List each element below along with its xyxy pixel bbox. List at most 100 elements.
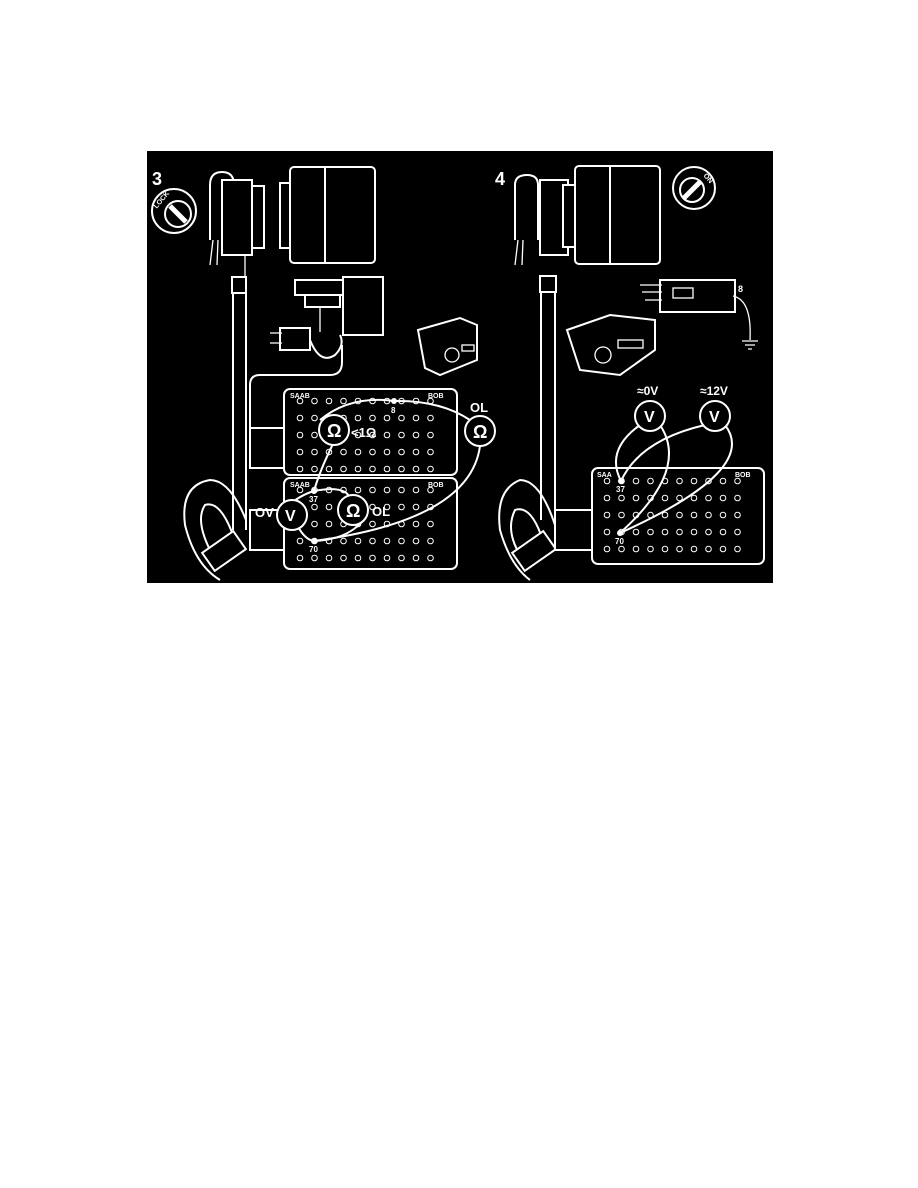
pin-hole (618, 494, 625, 502)
pin-37-label: 37 (616, 485, 625, 494)
pin-hole (647, 477, 654, 485)
connector-pin-label: 8 (738, 284, 743, 294)
pin-hole (354, 431, 362, 439)
pin-hole (354, 465, 362, 473)
board-brand-label: SAAB (290, 482, 310, 489)
pin-hole (676, 477, 683, 485)
pin-hole (383, 414, 391, 422)
panel-4: 4 ON 8 (495, 165, 765, 581)
pin-hole (398, 537, 405, 545)
pin-hole (398, 448, 405, 456)
pin-hole (296, 448, 304, 456)
svg-text:Ω: Ω (327, 421, 341, 441)
step-number-4: 4 (495, 169, 505, 189)
step-number-3: 3 (152, 169, 162, 189)
breakout-board: SAA BOB (591, 467, 765, 565)
pin-hole (383, 448, 391, 456)
board-brand-label: BOB (428, 482, 444, 489)
pin-hole (647, 528, 654, 536)
pin-hole (719, 545, 727, 553)
pin-hole (325, 397, 333, 405)
pin-hole (734, 477, 741, 485)
adapter-cable (183, 478, 247, 581)
pin-hole (705, 511, 712, 519)
pin-hole (311, 414, 318, 422)
pin-hole (383, 503, 391, 511)
breakout-board-bottom: SAAB BOB (283, 477, 458, 570)
voltmeter-icon: V (634, 400, 666, 432)
pin-70-label: 70 (615, 537, 624, 546)
pin-hole (719, 477, 727, 485)
cable-harness (539, 275, 557, 520)
ohmmeter-icon: Ω (337, 494, 369, 526)
pin-hole (427, 465, 434, 473)
ground-icon (742, 340, 758, 350)
pin-hole (340, 465, 347, 473)
pin-hole (427, 431, 434, 439)
pin-hole (427, 414, 434, 422)
pin-hole (719, 511, 727, 519)
pin-hole (632, 528, 640, 536)
pin-hole (661, 545, 669, 553)
pin-hole (618, 545, 625, 553)
pin-hole (676, 494, 683, 502)
pin-hole (354, 537, 362, 545)
pin-hole (427, 486, 434, 494)
pin-hole (325, 448, 333, 456)
pin-hole (398, 431, 405, 439)
pin-hole (690, 494, 698, 502)
pin-hole (734, 511, 741, 519)
pin-hole (383, 431, 391, 439)
board-brand-label: BOB (428, 393, 444, 400)
pin-hole (719, 494, 727, 502)
pin-hole (398, 414, 405, 422)
radio-unit-icon (565, 313, 656, 377)
reading-open-loop: OL (372, 504, 390, 519)
pin-hole (705, 528, 712, 536)
reading-zero-volts: OV (255, 505, 274, 520)
pin-hole (311, 448, 318, 456)
ignition-on-icon: ON (672, 166, 716, 210)
pin-hole (369, 414, 376, 422)
relay-connector-icon (270, 276, 384, 359)
pin-hole (632, 494, 640, 502)
ohmmeter-icon: Ω (318, 414, 350, 446)
pin-hole (690, 511, 698, 519)
pin-hole (398, 554, 405, 562)
pin-8-label: 8 (391, 406, 396, 415)
pin-hole (603, 545, 611, 553)
pin-hole (412, 486, 420, 494)
pin-hole (412, 414, 420, 422)
pin-hole (369, 431, 376, 439)
pin-hole (719, 528, 727, 536)
voltmeter-icon: V (276, 499, 308, 531)
pin-hole (632, 477, 640, 485)
reading-less-than-1-ohm: <1Ω (351, 425, 376, 440)
board-brand-label: BOB (735, 472, 751, 479)
pin-hole (325, 465, 333, 473)
reading-approx-12v: ≈12V (700, 384, 728, 398)
pin-hole (734, 528, 741, 536)
control-unit-icon (209, 166, 376, 277)
svg-text:Ω: Ω (346, 501, 360, 521)
cable-harness (231, 276, 343, 530)
pin-hole (296, 486, 304, 494)
pin-hole (705, 477, 712, 485)
pin-hole (325, 503, 333, 511)
pin-hole (340, 397, 347, 405)
pin-hole (412, 520, 420, 528)
pin-hole (676, 545, 683, 553)
pin-hole (427, 537, 434, 545)
pin-hole (311, 520, 318, 528)
pin-hole (690, 545, 698, 553)
pin-70-label: 70 (309, 545, 318, 554)
pin-hole (427, 448, 434, 456)
pin-hole (398, 486, 405, 494)
pin-hole (618, 511, 625, 519)
pin-hole (296, 537, 304, 545)
pin-hole (734, 545, 741, 553)
test-leads (615, 424, 733, 534)
pin-hole (661, 528, 669, 536)
pin-hole (340, 448, 347, 456)
